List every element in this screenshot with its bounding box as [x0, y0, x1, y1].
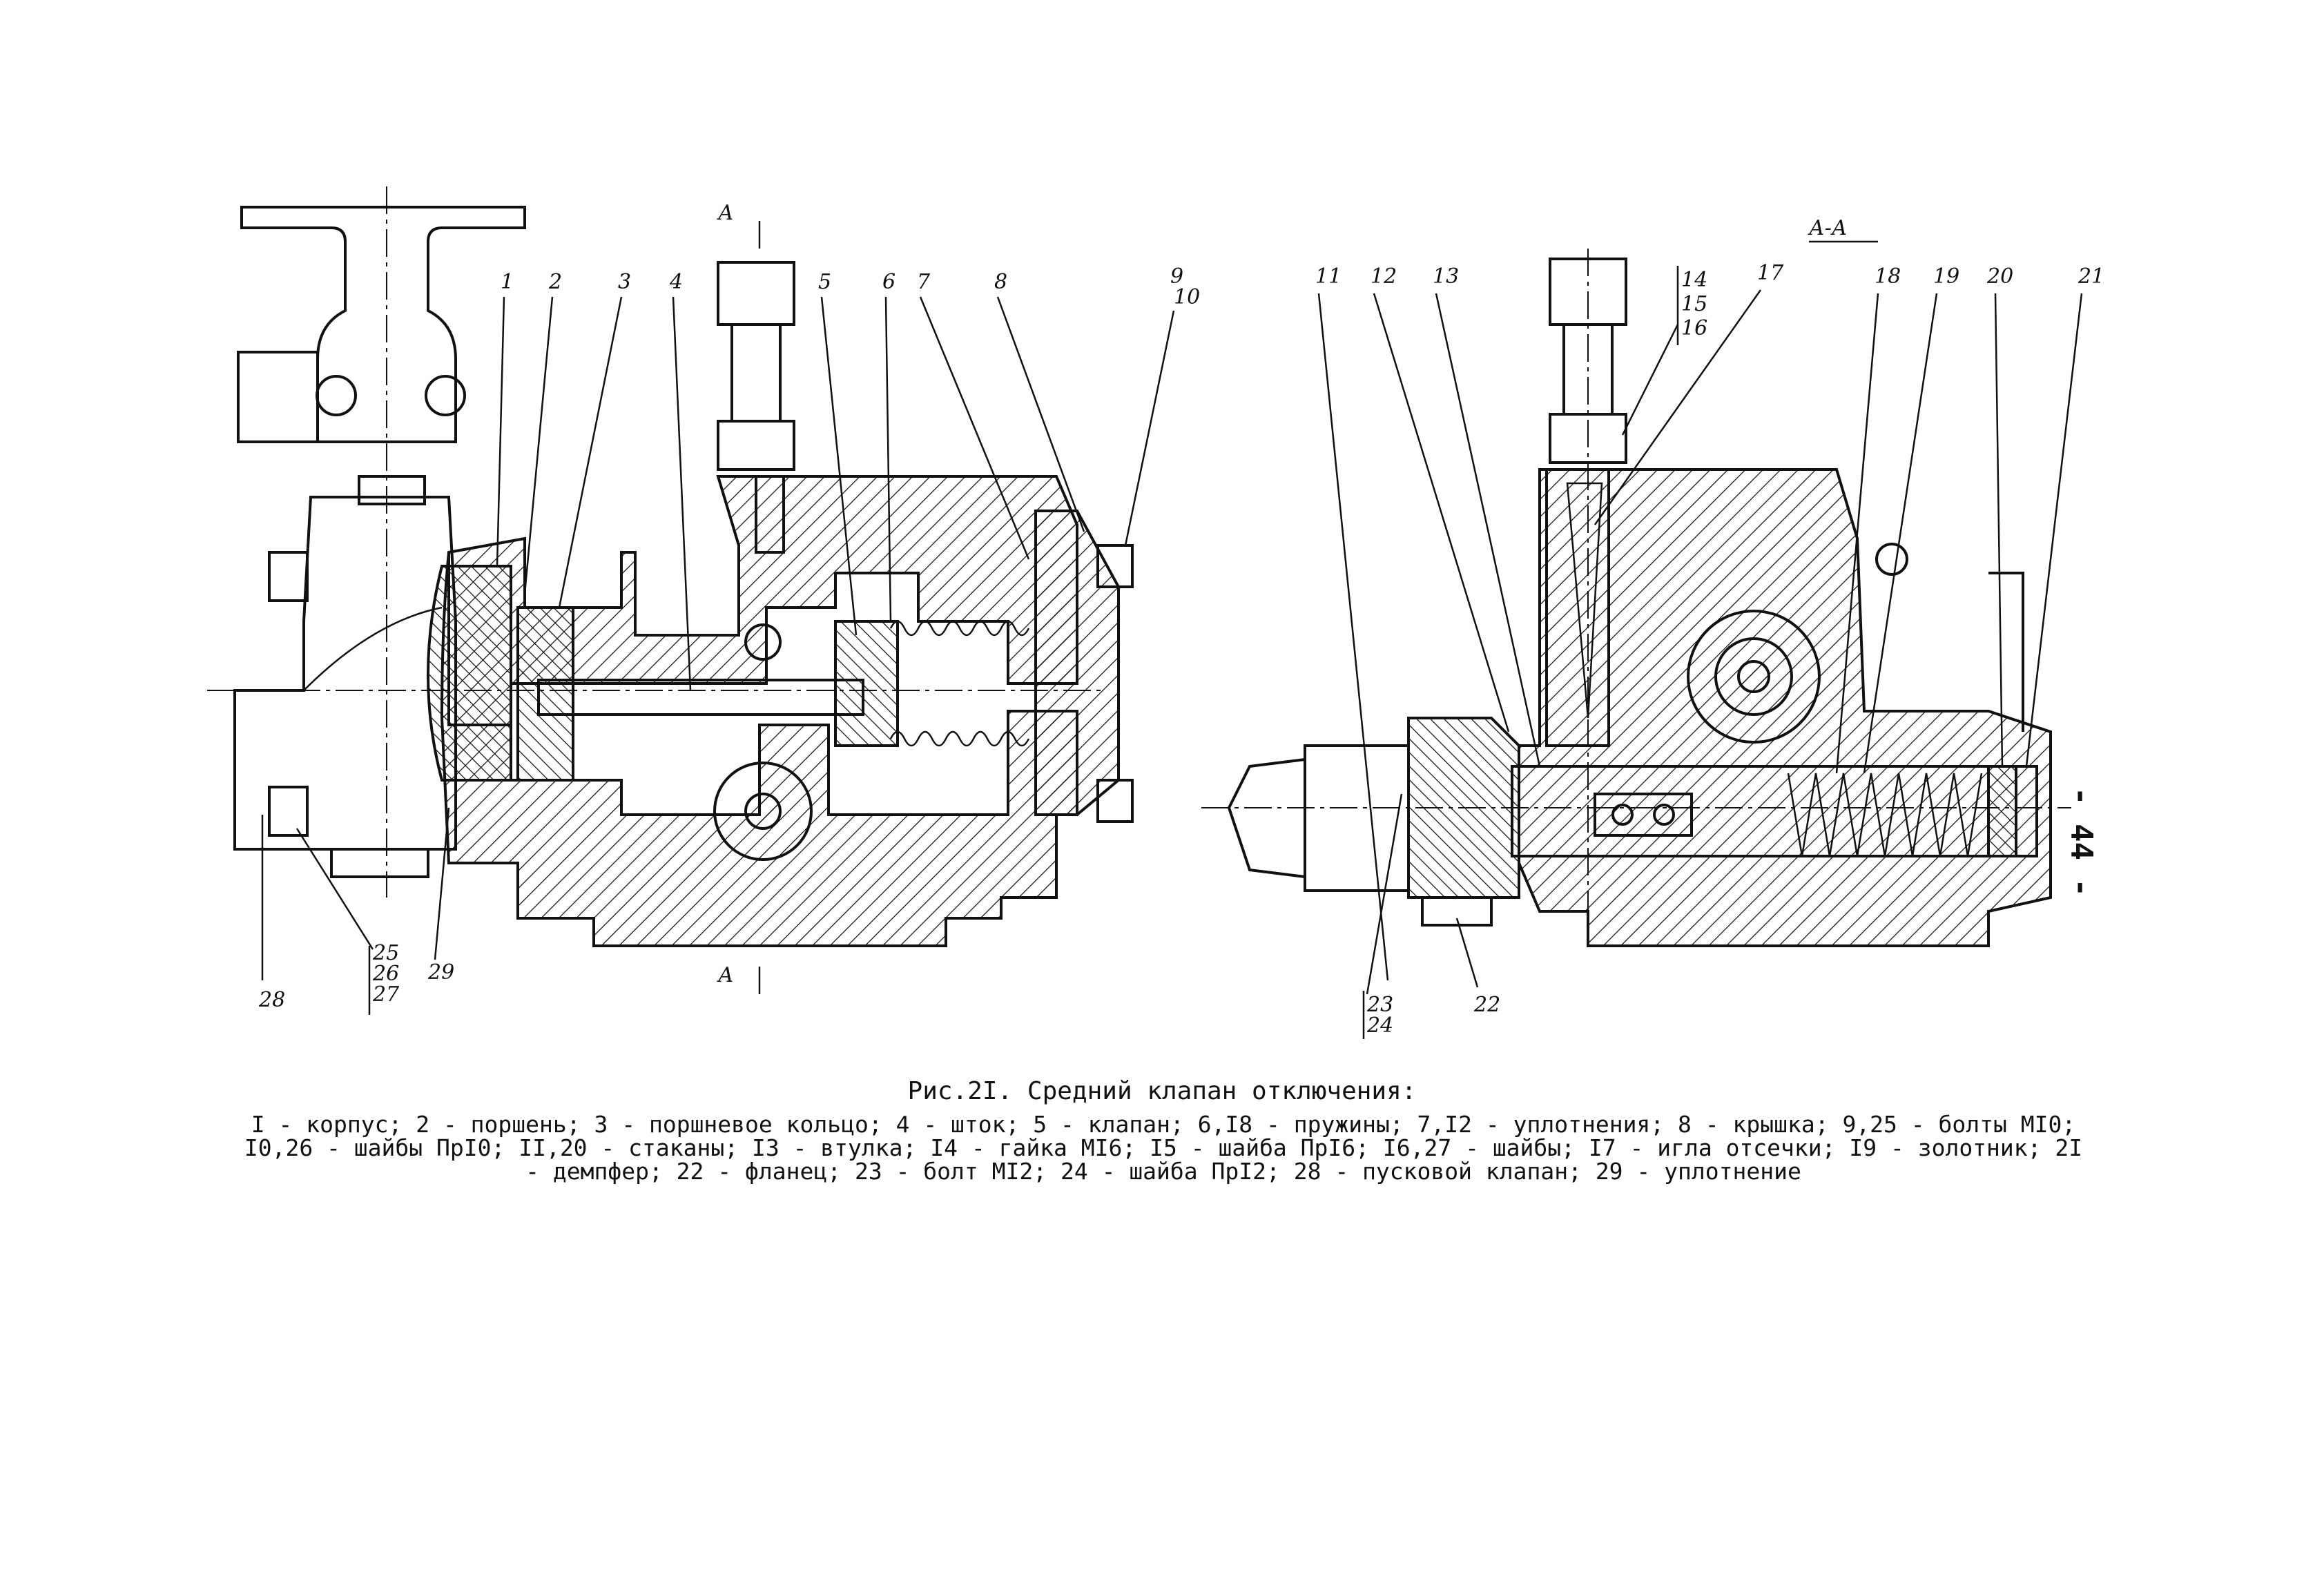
callout-21: 21	[2078, 264, 2104, 289]
callout-8: 8	[994, 270, 1007, 294]
page-number: - 44 -	[2064, 787, 2099, 897]
callout-2: 2	[548, 270, 562, 294]
callout-13: 13	[1433, 264, 1459, 289]
callout-7: 7	[917, 270, 931, 294]
callout-3: 3	[618, 270, 631, 294]
callout-25: 25	[372, 941, 399, 965]
left-section-view: А А	[207, 186, 1134, 994]
callout-22: 22	[1473, 993, 1500, 1017]
callout-14: 14	[1681, 268, 1707, 292]
callout-4: 4	[669, 270, 683, 294]
callout-1: 1	[501, 270, 514, 294]
section-title: А-А	[1808, 216, 1848, 240]
valve-assembly-drawing: А А А-А 1	[207, 186, 2104, 1039]
callout-16: 16	[1681, 316, 1707, 340]
callout-12: 12	[1371, 264, 1397, 289]
right-section-view: А-А	[1201, 216, 2071, 947]
callout-26: 26	[372, 962, 399, 986]
callout-6: 6	[882, 270, 895, 294]
figure-legend: I - корпус; 2 - поршень; 3 - поршневое к…	[244, 1111, 2083, 1185]
callout-20: 20	[1986, 264, 2013, 289]
figure-caption-title: Рис.2I. Средний клапан отключения:	[907, 1077, 1417, 1105]
callout-24: 24	[1366, 1014, 1393, 1038]
section-mark-top: А	[717, 201, 734, 225]
callout-28: 28	[258, 988, 285, 1012]
callout-17: 17	[1757, 261, 1784, 285]
callout-10: 10	[1174, 285, 1200, 309]
callout-27: 27	[372, 982, 400, 1007]
callout-11: 11	[1315, 264, 1342, 289]
section-mark-bottom: А	[717, 963, 734, 987]
callout-15: 15	[1681, 292, 1707, 316]
callout-9: 9	[1170, 264, 1183, 289]
callouts: 1 2 3 4 5 6 7 8 9 10 28 29 25 26 27 11 1…	[258, 261, 2104, 1039]
callout-18: 18	[1875, 264, 1901, 289]
callout-23: 23	[1366, 993, 1393, 1017]
callout-19: 19	[1933, 264, 1959, 289]
callout-29: 29	[427, 960, 454, 985]
callout-5: 5	[818, 270, 831, 294]
